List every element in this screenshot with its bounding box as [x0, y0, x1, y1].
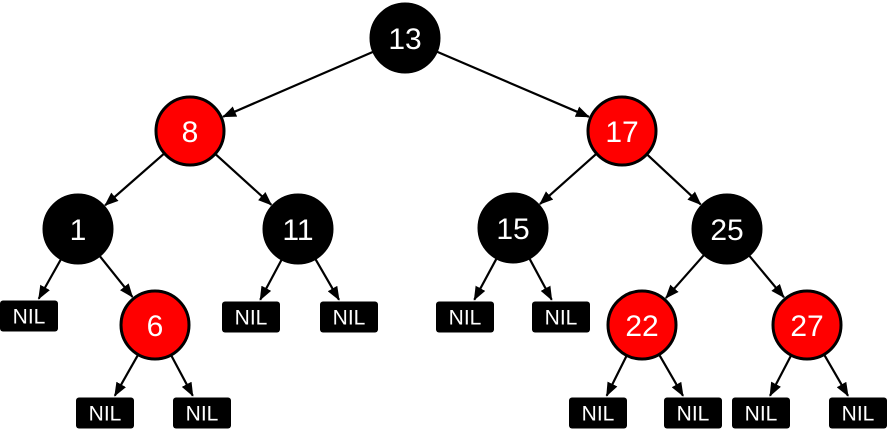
nil-box [0, 300, 58, 332]
node-circle [119, 289, 191, 361]
tree-edge-13-to-8 [222, 50, 376, 118]
tree-edge-27-to-nil-27-right [822, 353, 849, 397]
nil-label: NIL [745, 403, 778, 426]
node-label: 6 [147, 310, 164, 343]
tree-nil-11-left: NIL [222, 301, 280, 333]
nil-label: NIL [235, 307, 268, 330]
tree-edge-22-to-nil-22-right [657, 353, 684, 397]
tree-edge-17-to-15 [539, 152, 599, 205]
nil-label: NIL [545, 307, 578, 330]
tree-nil-22-right: NIL [664, 397, 722, 429]
tree-edge-11-to-nil-11-left [259, 257, 284, 301]
tree-nil-1-left: NIL [0, 300, 58, 332]
tree-edge-22-to-nil-22-left [605, 354, 629, 397]
nil-box [532, 301, 590, 333]
tree-edge-25-to-22 [665, 252, 706, 299]
node-label: 27 [790, 310, 823, 343]
nil-box [173, 397, 231, 429]
tree-node-15: 15 [477, 192, 549, 264]
node-circle [477, 192, 549, 264]
node-circle [154, 95, 226, 167]
tree-node-17: 17 [586, 95, 658, 167]
node-circle [691, 193, 763, 265]
nil-box [664, 397, 722, 429]
node-circle [586, 95, 658, 167]
tree-edge-27-to-nil-27-left [769, 353, 793, 397]
nil-label: NIL [13, 306, 46, 329]
tree-nil-15-left: NIL [436, 301, 494, 333]
nil-box [569, 397, 627, 429]
node-label: 1 [70, 214, 87, 247]
node-label: 13 [388, 23, 421, 56]
tree-edge-15-to-nil-15-right [527, 256, 553, 301]
nil-box [76, 397, 134, 429]
nil-box [829, 397, 887, 429]
node-label: 17 [605, 116, 638, 149]
tree-edge-8-to-11 [213, 152, 273, 206]
nil-label: NIL [677, 403, 710, 426]
nil-label: NIL [186, 403, 219, 426]
tree-edge-6-to-nil-6-left [113, 353, 140, 397]
tree-node-27: 27 [771, 289, 843, 361]
tree-nil-27-right: NIL [829, 397, 887, 429]
tree-nil-6-left: NIL [76, 397, 134, 429]
tree-node-11: 11 [262, 193, 334, 265]
nil-label: NIL [333, 307, 366, 330]
nil-box [222, 301, 280, 333]
nil-label: NIL [449, 307, 482, 330]
tree-edge-1-to-nil-1-left [37, 257, 63, 300]
tree-edge-17-to-25 [645, 152, 702, 206]
tree-node-22: 22 [606, 289, 678, 361]
tree-nil-15-right: NIL [532, 301, 590, 333]
tree-edge-13-to-17 [434, 49, 590, 118]
tree-nil-27-left: NIL [732, 397, 790, 429]
node-circle [262, 193, 334, 265]
tree-node-1: 1 [42, 193, 114, 265]
tree-edge-15-to-nil-15-left [473, 256, 499, 301]
node-circle [42, 193, 114, 265]
nil-label: NIL [842, 403, 875, 426]
node-label: 15 [496, 213, 529, 246]
nil-label: NIL [582, 403, 615, 426]
tree-node-25: 25 [691, 193, 763, 265]
nil-label: NIL [89, 403, 122, 426]
tree-nil-11-right: NIL [320, 301, 378, 333]
nil-box [732, 397, 790, 429]
node-label: 22 [625, 310, 658, 343]
tree-nil-6-right: NIL [173, 397, 231, 429]
tree-node-8: 8 [154, 95, 226, 167]
tree-edge-6-to-nil-6-right [169, 353, 194, 397]
tree-node-13: 13 [369, 2, 441, 74]
node-label: 25 [710, 214, 743, 247]
node-circle [369, 2, 441, 74]
tree-node-6: 6 [119, 289, 191, 361]
tree-edge-8-to-1 [104, 151, 166, 207]
tree-edge-25-to-27 [747, 253, 785, 299]
node-circle [606, 289, 678, 361]
node-circle [771, 289, 843, 361]
nil-box [320, 301, 378, 333]
node-label: 11 [282, 214, 313, 247]
nil-box [436, 301, 494, 333]
tree-nil-22-left: NIL [569, 397, 627, 429]
tree-edge-11-to-nil-11-right [313, 257, 340, 301]
node-label: 8 [182, 116, 199, 149]
tree-edge-1-to-6 [97, 254, 134, 298]
